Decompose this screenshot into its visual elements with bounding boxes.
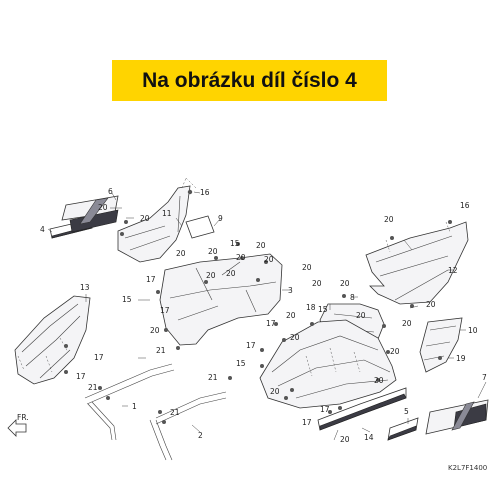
label-21: 21 — [208, 373, 218, 382]
label-20: 20 — [390, 347, 400, 356]
label-21: 21 — [156, 346, 166, 355]
label-5: 5 — [404, 407, 409, 416]
label-15: 15 — [230, 239, 240, 248]
label-7: 7 — [482, 373, 487, 382]
part-10-side-panel[interactable] — [419, 317, 463, 373]
part-9-pad[interactable] — [185, 215, 215, 239]
label-21: 21 — [170, 408, 180, 417]
label-16: 16 — [460, 201, 470, 210]
label-20: 20 — [236, 253, 246, 262]
part-12-rear-cover[interactable] — [365, 221, 469, 305]
label-10: 10 — [468, 326, 478, 335]
label-14: 14 — [364, 433, 374, 442]
label-1: 1 — [132, 402, 137, 411]
label-2: 2 — [198, 431, 203, 440]
part-labels: 6 4 16 20 20 11 9 15 20 20 20 20 20 20 2… — [40, 187, 487, 444]
label-15: 15 — [122, 295, 132, 304]
label-20: 20 — [140, 214, 150, 223]
label-8: 8 — [350, 293, 355, 302]
part-7-decal[interactable] — [425, 399, 489, 435]
part-2-stay[interactable] — [149, 391, 227, 461]
part-1-stay[interactable] — [84, 363, 175, 441]
label-20: 20 — [150, 326, 160, 335]
label-20: 20 — [176, 249, 186, 258]
banner-title: Na obrázku díl číslo 4 — [142, 68, 357, 92]
label-20: 20 — [340, 279, 350, 288]
label-20: 20 — [270, 387, 280, 396]
label-20: 20 — [312, 279, 322, 288]
label-16: 16 — [200, 188, 210, 197]
part-14-under-cover[interactable] — [259, 319, 407, 431]
label-6: 6 — [108, 187, 113, 196]
part-6-decal[interactable] — [61, 195, 119, 233]
label-20: 20 — [290, 333, 300, 342]
label-17: 17 — [302, 418, 312, 427]
label-17: 17 — [146, 275, 156, 284]
part-5-molding[interactable] — [387, 417, 419, 441]
leader-lines — [47, 191, 487, 441]
label-20: 20 — [302, 263, 312, 272]
label-20: 20 — [206, 271, 216, 280]
label-20: 20 — [264, 255, 274, 264]
label-20: 20 — [340, 435, 350, 444]
label-15: 15 — [236, 359, 246, 368]
part-3-floor-panel[interactable] — [159, 253, 283, 346]
label-19: 19 — [456, 354, 466, 363]
label-21: 21 — [88, 383, 98, 392]
label-20: 20 — [286, 311, 296, 320]
label-13: 13 — [80, 283, 90, 292]
title-banner: Na obrázku díl číslo 4 — [112, 60, 387, 101]
front-label: FR. — [17, 413, 29, 422]
label-9: 9 — [218, 214, 223, 223]
label-17: 17 — [94, 353, 104, 362]
label-20: 20 — [402, 319, 412, 328]
part-11-inner-cover[interactable] — [117, 177, 197, 263]
label-20: 20 — [384, 215, 394, 224]
label-4: 4 — [40, 225, 45, 234]
label-17: 17 — [320, 405, 330, 414]
label-20: 20 — [256, 241, 266, 250]
label-20: 20 — [356, 311, 366, 320]
label-20: 20 — [426, 300, 436, 309]
label-3: 3 — [288, 286, 293, 295]
diagram-code: K2L7F1400 — [448, 464, 487, 472]
label-17: 17 — [76, 372, 86, 381]
label-20: 20 — [98, 203, 108, 212]
part-13-side-cover[interactable] — [14, 295, 91, 385]
label-17: 17 — [246, 341, 256, 350]
label-20: 20 — [226, 269, 236, 278]
label-20: 20 — [374, 376, 384, 385]
label-12: 12 — [448, 266, 458, 275]
front-direction-arrow: FR. — [7, 413, 29, 437]
label-15: 15 — [318, 305, 328, 314]
fasteners — [64, 189, 452, 424]
label-11: 11 — [162, 209, 172, 218]
label-18: 18 — [306, 303, 316, 312]
label-20: 20 — [208, 247, 218, 256]
label-17: 17 — [266, 319, 276, 328]
label-17: 17 — [160, 306, 170, 315]
